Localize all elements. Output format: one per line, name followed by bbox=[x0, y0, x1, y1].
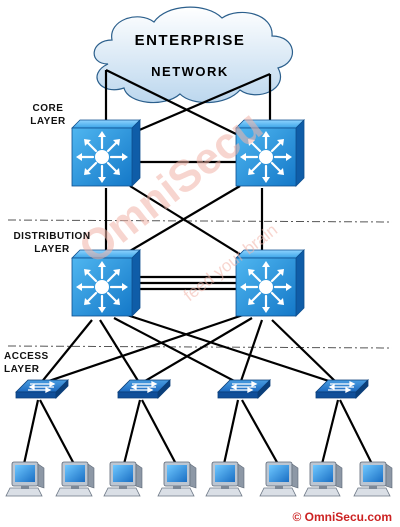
pc-6 bbox=[259, 461, 299, 497]
link bbox=[39, 312, 247, 386]
core-layer-label-line1: CORE bbox=[32, 103, 64, 114]
cloud-title-line2: NETWORK bbox=[151, 64, 229, 79]
link bbox=[117, 185, 241, 259]
link bbox=[139, 317, 253, 385]
distribution-layer-label-line1: DISTRIBUTION bbox=[13, 231, 91, 242]
access-layer-label-line2: LAYER bbox=[4, 364, 40, 375]
access-switch-3 bbox=[217, 379, 271, 399]
access-switch-1 bbox=[15, 379, 69, 399]
core-layer-label: CORE LAYER bbox=[16, 102, 80, 128]
pc-4 bbox=[157, 461, 197, 497]
access-layer-label-line1: ACCESS bbox=[4, 351, 49, 362]
link bbox=[320, 399, 340, 465]
access-switch-4 bbox=[315, 379, 369, 399]
link bbox=[22, 399, 40, 465]
copyright-text: © OmniSecu.com bbox=[292, 510, 392, 524]
pc-1 bbox=[5, 461, 45, 497]
link bbox=[129, 185, 247, 259]
link bbox=[129, 72, 271, 136]
link bbox=[99, 319, 141, 385]
pc-3 bbox=[103, 461, 143, 497]
pc-2 bbox=[55, 461, 95, 497]
cloud-title-line1: ENTERPRISE bbox=[134, 32, 246, 49]
link bbox=[141, 399, 177, 465]
distribution-layer-label: DISTRIBUTION LAYER bbox=[4, 230, 100, 256]
distribution-layer-label-line2: LAYER bbox=[34, 244, 70, 255]
link bbox=[122, 399, 142, 465]
enterprise-network-cloud bbox=[93, 6, 294, 104]
core-switch-left bbox=[70, 118, 142, 188]
link bbox=[238, 319, 264, 385]
link bbox=[39, 319, 93, 385]
pc-7 bbox=[303, 461, 343, 497]
link bbox=[241, 399, 279, 465]
core-distribution-separator bbox=[7, 219, 393, 223]
link bbox=[271, 319, 339, 385]
link bbox=[339, 399, 373, 465]
pc-5 bbox=[205, 461, 245, 497]
network-links bbox=[22, 69, 373, 465]
link bbox=[123, 312, 339, 386]
link bbox=[113, 317, 241, 385]
core-layer-label-line2: LAYER bbox=[30, 116, 66, 127]
link bbox=[39, 399, 75, 465]
pc-8 bbox=[353, 461, 393, 497]
access-switch-2 bbox=[117, 379, 171, 399]
access-layer-label: ACCESS LAYER bbox=[4, 350, 56, 376]
link bbox=[105, 69, 237, 135]
link bbox=[222, 399, 240, 465]
